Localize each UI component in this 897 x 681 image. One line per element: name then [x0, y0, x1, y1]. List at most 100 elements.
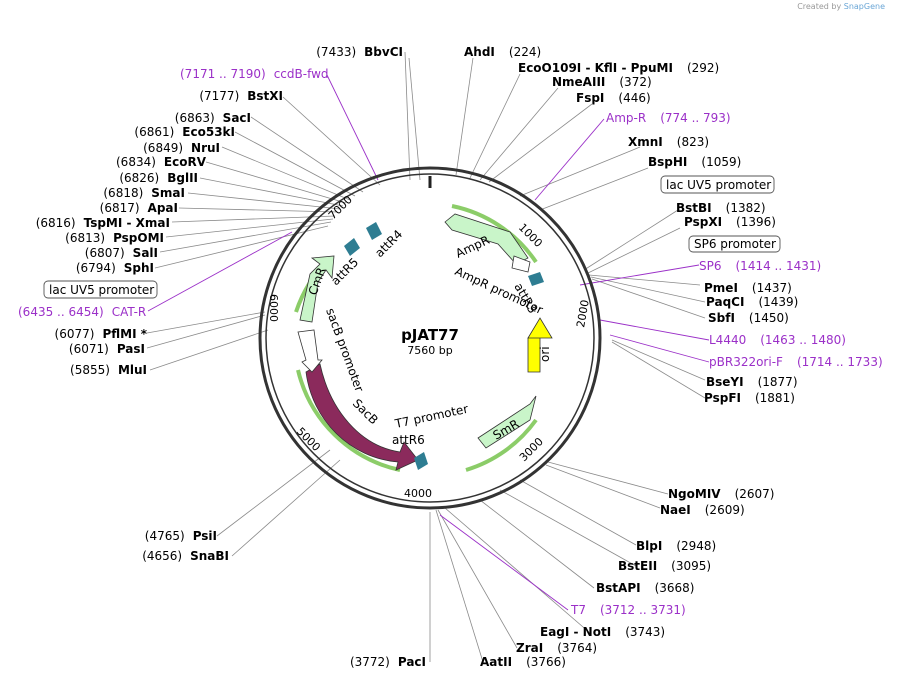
enzyme-pos: (224) — [509, 45, 541, 59]
svg-text:(4765)PsiI: (4765) PsiI — [145, 529, 217, 543]
enzyme-pos: (4765) — [145, 529, 185, 543]
svg-text:PspXI(1396): PspXI (1396) — [684, 215, 776, 229]
svg-text:(6849)NruI: (6849)NruI — [143, 141, 220, 155]
enzyme-name: ZraI — [516, 641, 543, 655]
primer-lines — [147, 74, 710, 611]
enzyme-pos: (292) — [687, 61, 719, 75]
svg-text:EcoO109I - KflI - PpuMI(292): EcoO109I - KflI - PpuMI (292) — [518, 61, 719, 75]
enzyme-name: NgoMIV — [668, 487, 721, 501]
svg-text:PaqCI(1439): PaqCI(1439) — [706, 295, 798, 309]
svg-text:(6818)SmaI: (6818) SmaI — [103, 186, 185, 200]
enzyme-pos: (1881) — [755, 391, 795, 405]
enzyme-pos: (3766) — [526, 655, 566, 669]
svg-text:PspFI(1881): PspFI (1881) — [704, 391, 795, 405]
credit-brand: SnapGene — [843, 2, 885, 11]
enzyme-name: SalI — [133, 246, 158, 260]
svg-text:SbfI(1450): SbfI(1450) — [708, 311, 789, 325]
enzyme-name: FspI — [576, 91, 604, 105]
tick-7000: 7000 — [326, 193, 355, 222]
leader-lines — [146, 51, 706, 663]
enzyme-name: XmnI — [628, 135, 663, 149]
enzyme-pos: (1382) — [726, 201, 766, 215]
svg-text:PmeI(1437): PmeI(1437) — [704, 281, 792, 295]
enzyme-pos: (3743) — [625, 625, 665, 639]
enzyme-name: Eco53kI — [182, 125, 235, 139]
enzyme-pos: (4656) — [142, 549, 182, 563]
enzyme-name: SphI — [124, 261, 154, 275]
backbone-outer — [258, 166, 602, 510]
enzyme-pos: (1450) — [749, 311, 789, 325]
enzyme-pos: (2609) — [705, 503, 745, 517]
enzyme-pos: (372) — [619, 75, 651, 89]
attr4-site — [366, 222, 382, 240]
svg-text:(6817)ApaI: (6817)ApaI — [100, 201, 178, 215]
enzyme-pos: (446) — [618, 91, 650, 105]
enzyme-name: PspFI — [704, 391, 741, 405]
svg-text:BstAPI(3668): BstAPI(3668) — [596, 581, 694, 595]
enzyme-name: PflMI * — [102, 327, 147, 341]
primer-cat-r: (6435 .. 6454)CAT-R — [18, 305, 146, 319]
enzyme-name: NmeAIII — [552, 75, 605, 89]
svg-text:(6071)PasI: (6071)PasI — [69, 342, 145, 356]
enzyme-name: BstXI — [247, 89, 283, 103]
svg-text:BlpI(2948): BlpI(2948) — [636, 539, 716, 553]
svg-text:(6077)PflMI *: (6077)PflMI * — [55, 327, 148, 341]
primer-amp-r: Amp-R(774 .. 793) — [606, 111, 731, 125]
tick-6000: 6000 — [267, 294, 280, 322]
enzyme-name: BspHI — [648, 155, 687, 169]
box-lacuv5-right: lac UV5 promoter — [666, 178, 771, 192]
svg-text:(7177)BstXI: (7177)BstXI — [199, 89, 283, 103]
svg-text:NmeAIII(372): NmeAIII (372) — [552, 75, 652, 89]
enzyme-name: SmaI — [151, 186, 185, 200]
svg-text:AhdI(224): AhdI (224) — [464, 45, 541, 59]
primer-pbr322ori-f: pBR322ori-F(1714 .. 1733) — [709, 355, 883, 369]
enzyme-name: EcoO109I - KflI - PpuMI — [518, 61, 673, 75]
cmr-arrow — [299, 255, 335, 323]
enzyme-name: BstBI — [676, 201, 712, 215]
label-sacb-promoter: sacB promoter — [323, 306, 366, 393]
enzyme-name: SacI — [223, 111, 251, 125]
enzyme-pos: (6794) — [76, 261, 116, 275]
primer-sp6: SP6(1414 .. 1431) — [699, 259, 821, 273]
primers: (7171 .. 7190)ccdB-fwd Amp-R(774 .. 793)… — [18, 67, 883, 617]
svg-text:AatII(3766): AatII (3766) — [480, 655, 566, 669]
svg-text:ZraI(3764): ZraI(3764) — [516, 641, 597, 655]
enzyme-pos: (5855) — [70, 363, 110, 377]
enzyme-name: BseYI — [706, 375, 744, 389]
smr-arrow — [477, 395, 537, 449]
enzyme-pos: (6863) — [175, 111, 215, 125]
svg-text:(6794)SphI: (6794) SphI — [76, 261, 154, 275]
enzyme-name: BbvCI — [364, 45, 403, 59]
enzyme-name: ApaI — [148, 201, 178, 215]
plasmid-name: pJAT77 — [401, 326, 459, 344]
enzyme-name: EcoRV — [164, 155, 207, 169]
tick-2000: 2000 — [574, 299, 592, 329]
enzyme-pos: (6818) — [103, 186, 143, 200]
svg-text:NaeI(2609): NaeI(2609) — [660, 503, 745, 517]
enzyme-name: AatII — [480, 655, 512, 669]
svg-text:(6807)SalI: (6807)SalI — [85, 246, 158, 260]
tick-5000: 5000 — [294, 425, 323, 454]
enzyme-name: BstEII — [618, 559, 657, 573]
svg-text:BseYI(1877): BseYI(1877) — [706, 375, 798, 389]
ampr-promoter-arrow — [511, 255, 531, 273]
enzyme-pos: (823) — [677, 135, 709, 149]
enzyme-pos: (1396) — [736, 215, 776, 229]
enzyme-name: NruI — [191, 141, 220, 155]
enzyme-pos: (3668) — [655, 581, 695, 595]
svg-text:(6813)PspOMI: (6813)PspOMI — [65, 231, 164, 245]
svg-text:BspHI(1059): BspHI (1059) — [648, 155, 741, 169]
enzyme-name: PsiI — [193, 529, 217, 543]
enzyme-name: PspXI — [684, 215, 722, 229]
snapgene-credit: Created by SnapGene — [797, 2, 885, 11]
enzyme-name: AhdI — [464, 45, 495, 59]
svg-text:(6826)BglII: (6826)BglII — [119, 171, 198, 185]
enzyme-pos: (6861) — [134, 125, 174, 139]
enzyme-pos: (1059) — [701, 155, 741, 169]
label-cmr: CmR — [306, 266, 329, 297]
boxed-labels: lac UV5 promoter SP6 promoter lac UV5 pr… — [43, 175, 781, 299]
primer-l4440: L4440(1463 .. 1480) — [709, 333, 846, 347]
svg-text:(6816)TspMI - XmaI: (6816)TspMI - XmaI — [36, 216, 170, 230]
enzyme-pos: (3772) — [350, 655, 390, 669]
